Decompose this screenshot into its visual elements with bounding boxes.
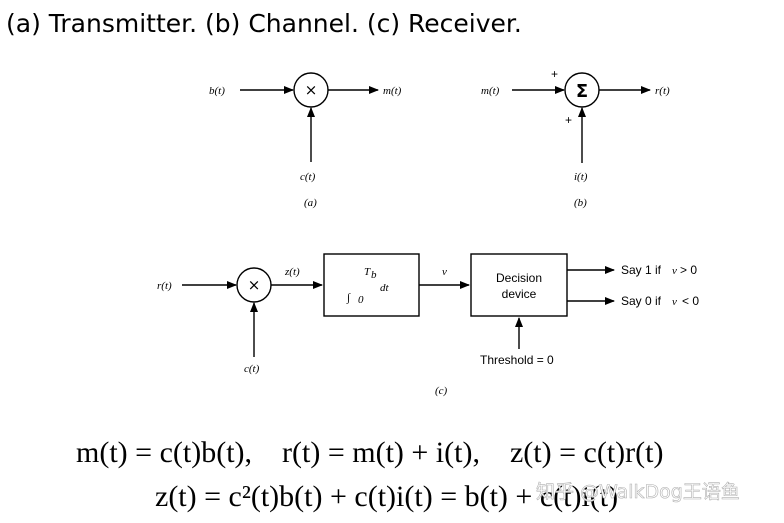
figure-heading: (a) Transmitter. (b) Channel. (c) Receiv… [6, 9, 522, 38]
threshold-label: Threshold = 0 [480, 353, 554, 367]
decision-label-line1: Decision [496, 271, 542, 285]
say-zero-condition: < 0 [682, 294, 699, 308]
say-one-var: v [672, 265, 677, 277]
panel-a-carrier-label: c(t) [300, 171, 316, 183]
say-one-prefix: Say 1 if [621, 263, 662, 277]
panel-c-input-label: r(t) [157, 280, 172, 292]
say-zero-prefix: Say 0 if [621, 294, 662, 308]
panel-a-caption: (a) [304, 197, 317, 209]
integral-upper-subscript: b [371, 269, 377, 281]
integral-lower-limit: 0 [358, 294, 364, 306]
panel-c-mixer-output-label: z(t) [284, 266, 300, 278]
panel-b-plus-top: + [551, 67, 558, 81]
panel-c-receiver: r(t) × c(t) z(t) ∫ T b 0 dt v Decision d… [157, 253, 699, 397]
panel-b-channel: m(t) + Σ r(t) + i(t) (b) [481, 67, 670, 209]
panel-c-caption: (c) [435, 385, 448, 397]
say-zero-var: v [672, 296, 677, 308]
integral-dt: dt [380, 282, 390, 294]
integral-icon: ∫ [346, 292, 351, 304]
panel-b-input-label: m(t) [481, 85, 500, 97]
panel-b-plus-bottom: + [565, 113, 572, 127]
panel-b-caption: (b) [574, 197, 587, 209]
panel-b-sigma-icon: Σ [576, 81, 588, 102]
decision-label-line2: device [502, 287, 537, 301]
panel-a-output-label: m(t) [383, 85, 402, 97]
integrator-block [323, 253, 420, 317]
panel-b-output-label: r(t) [655, 85, 670, 97]
panel-c-multiply-icon: × [248, 276, 261, 294]
panel-c-integrator-output-label: v [442, 266, 447, 278]
integral-upper-limit: T [364, 266, 371, 278]
say-one-condition: > 0 [680, 263, 697, 277]
panel-a-input-label: b(t) [209, 85, 225, 97]
panel-a-multiply-icon: × [305, 81, 318, 99]
equation-line-1: m(t) = c(t)b(t), r(t) = m(t) + i(t), z(t… [76, 436, 663, 469]
panel-a-transmitter: b(t) × m(t) c(t) (a) [209, 72, 402, 209]
equation-line-2: z(t) = c²(t)b(t) + c(t)i(t) = b(t) + c(t… [155, 480, 618, 513]
watermark: 知乎 @WalkDog王语鱼 [536, 481, 740, 503]
decision-device-block [470, 253, 568, 317]
panel-c-carrier-label: c(t) [244, 363, 260, 375]
panel-b-interference-label: i(t) [574, 171, 588, 183]
